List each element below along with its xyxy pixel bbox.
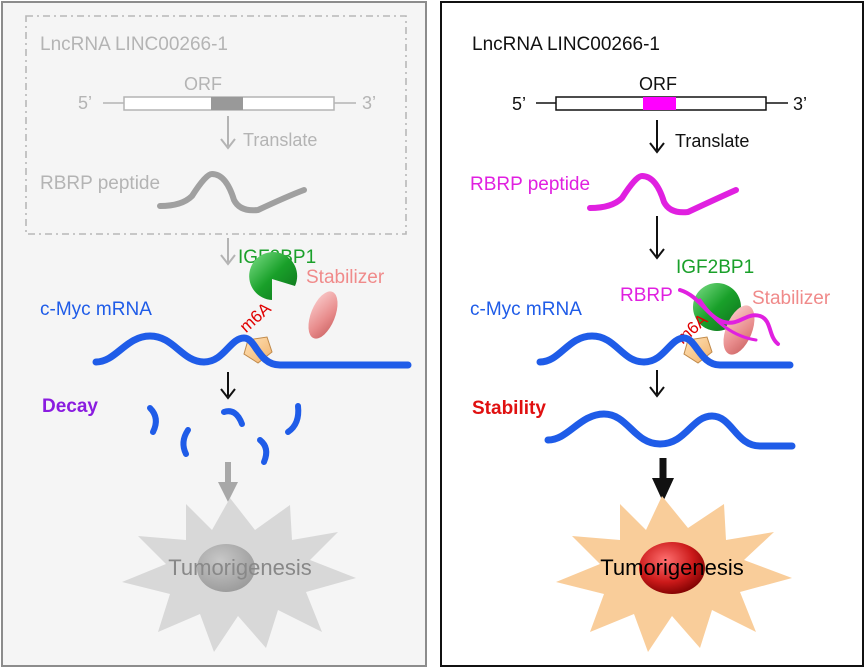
right-igf2bp1-label: IGF2BP1 [676,257,754,278]
right-stable-mrna-strand [544,410,796,450]
right-arrow-to-mrna-head [649,248,665,260]
left-decay-arrowhead [220,388,236,400]
right-tumor-cell [639,542,705,594]
right-orf-segment [643,97,676,110]
right-igf2bp1-shape [693,283,741,331]
mrna-fragment [147,405,159,435]
left-stabilizer-label: Stabilizer [306,267,385,288]
left-panel: LncRNA LINC00266-1 ORF 5’ 3’ Translate R… [1,1,427,667]
left-c-myc-mrna-strand [92,332,412,369]
mrna-fragment [180,427,191,457]
right-five-prime: 5’ [512,94,526,114]
left-tumor-cell [197,544,255,592]
left-five-prime: 5’ [78,93,92,113]
left-translate-arrowhead [220,138,236,150]
right-title: LncRNA LINC00266-1 [472,34,660,55]
right-stabilizer-label: Stabilizer [752,288,831,309]
left-rbrp-peptide-curve [157,170,307,214]
right-rbrp-peptide-curve [587,172,739,216]
right-translate-label: Translate [675,131,749,151]
left-mrna-fragments [147,403,302,465]
right-three-prime: 3’ [793,94,807,114]
left-peptide-label: RBRP peptide [40,173,160,194]
left-result-arrowhead [218,482,238,502]
right-c-myc-mrna-strand [536,332,794,369]
right-mrna-label: c-Myc mRNA [470,299,582,320]
left-translate-label: Translate [243,130,317,150]
mrna-fragment [285,403,302,435]
left-igf2bp1-shape [249,252,298,300]
left-decay-label: Decay [42,396,98,417]
right-tumorigenesis-label: Tumorigenesis [600,555,743,580]
right-orf-label: ORF [639,74,677,94]
right-bound-rbrp-peptide-loop [698,298,758,342]
right-panel: LncRNA LINC00266-1 ORF 5’ 3’ Translate R… [440,1,864,667]
left-tumorigenesis-label: Tumorigenesis [168,555,311,580]
right-stability-label: Stability [472,398,546,419]
left-arrow-to-mrna-head [220,254,236,266]
right-rbrp-label: RBRP [620,285,673,306]
left-mrna-label: c-Myc mRNA [40,299,152,320]
left-orf-segment [211,97,243,110]
mrna-fragment [221,408,245,427]
mrna-fragment [257,437,270,465]
left-three-prime: 3’ [362,93,376,113]
left-title: LncRNA LINC00266-1 [40,34,228,55]
left-orf-label: ORF [184,74,222,94]
right-stability-arrowhead [649,386,665,398]
left-stabilizer-shape [308,291,338,339]
right-result-arrowhead [652,478,674,502]
faded-group-border [25,15,407,235]
right-translate-arrowhead [649,142,665,154]
right-peptide-label: RBRP peptide [470,174,590,195]
